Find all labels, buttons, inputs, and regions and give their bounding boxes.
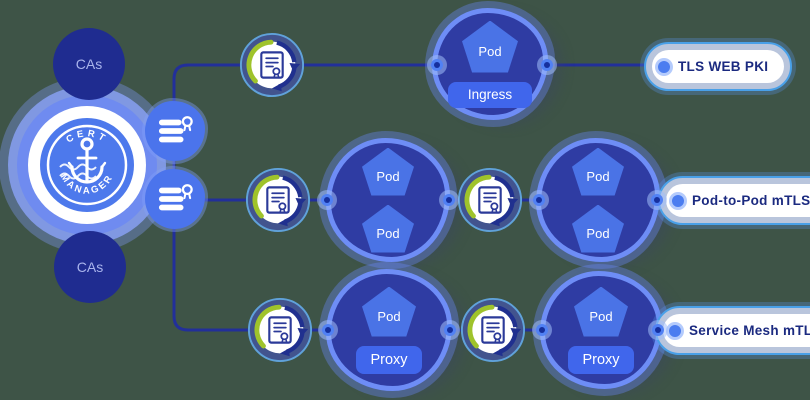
anchor-icon [67,137,107,184]
trunk-and-bottom-line [172,63,684,332]
pod-label: Pod [589,308,613,324]
wave-lines [59,163,97,180]
ca-label: CAs [75,56,103,72]
issuer-list-seal-icon [158,184,193,211]
ingress-label: Ingress [467,87,513,102]
proxy-label: Proxy [582,351,620,368]
connection-dot [443,194,455,206]
ingress-chip: Ingress [448,81,532,108]
output-label-service-mesh-mtls: Service Mesh mTLS [655,306,810,355]
pod-pentagon: Pod [572,204,624,253]
proxy-label: Proxy [370,351,408,368]
ca-top-node: CAs [53,28,125,100]
cluster-blob-service-mesh: Pod Proxy [326,269,452,391]
cert-manager-logo: CERT MANAGER [0,70,182,260]
certificate-renewal-icon [238,31,306,99]
certificate-doc [260,51,284,79]
certificate-renewal-icon [456,166,524,234]
certificate-renewal-icon [244,166,312,234]
label-dot [658,60,670,73]
ca-bottom-node: CAs [54,231,126,303]
pod-pentagon: Pod [362,286,416,337]
output-label-text: Service Mesh mTLS [689,323,810,338]
output-label-text: Pod-to-Pod mTLS [692,193,810,208]
connection-dot [651,194,663,206]
connection-dot [322,324,334,336]
connection-dot [431,59,443,71]
connection-dot [652,324,664,336]
pod-label: Pod [376,225,400,241]
issuer-bottom-node [145,169,205,229]
pod-pentagon: Pod [362,147,414,196]
connection-dot [536,324,548,336]
connection-dot [533,194,545,206]
certificate-renewal-icon [459,296,527,364]
pod-pentagon: Pod [574,286,628,337]
issuer-top-node [145,101,205,161]
proxy-chip: Proxy [568,345,634,374]
connection-dot [444,324,456,336]
cluster-blob-service-mesh: Pod Proxy [540,271,662,389]
output-label-pod-to-pod-mtls: Pod-to-Pod mTLS [658,176,810,225]
pod-label: Pod [377,308,401,324]
proxy-chip: Proxy [356,345,422,374]
pod-label: Pod [478,43,502,59]
label-dot [672,194,684,207]
pod-label: Pod [376,168,400,184]
connection-dot [321,194,333,206]
pod-pentagon: Pod [362,204,414,253]
cluster-blob-pods: Pod Pod [536,138,660,262]
ca-label: CAs [76,259,104,275]
certificate-renewal-icon [246,296,314,364]
anchor-badge-icon: CERT MANAGER [0,77,175,253]
pod-pentagon: Pod [572,147,624,196]
pod-label: Pod [586,225,610,241]
output-label-tls-web-pki: TLS WEB PKI [644,42,793,91]
issuer-list-seal-icon [158,116,193,143]
output-label-text: TLS WEB PKI [678,59,769,74]
connection-dot [541,59,553,71]
cluster-blob-pods: Pod Pod [326,138,450,262]
label-dot [669,324,681,337]
cluster-blob-ingress: Pod Ingress [432,8,548,120]
pod-pentagon: Pod [462,20,518,73]
pod-label: Pod [586,168,610,184]
